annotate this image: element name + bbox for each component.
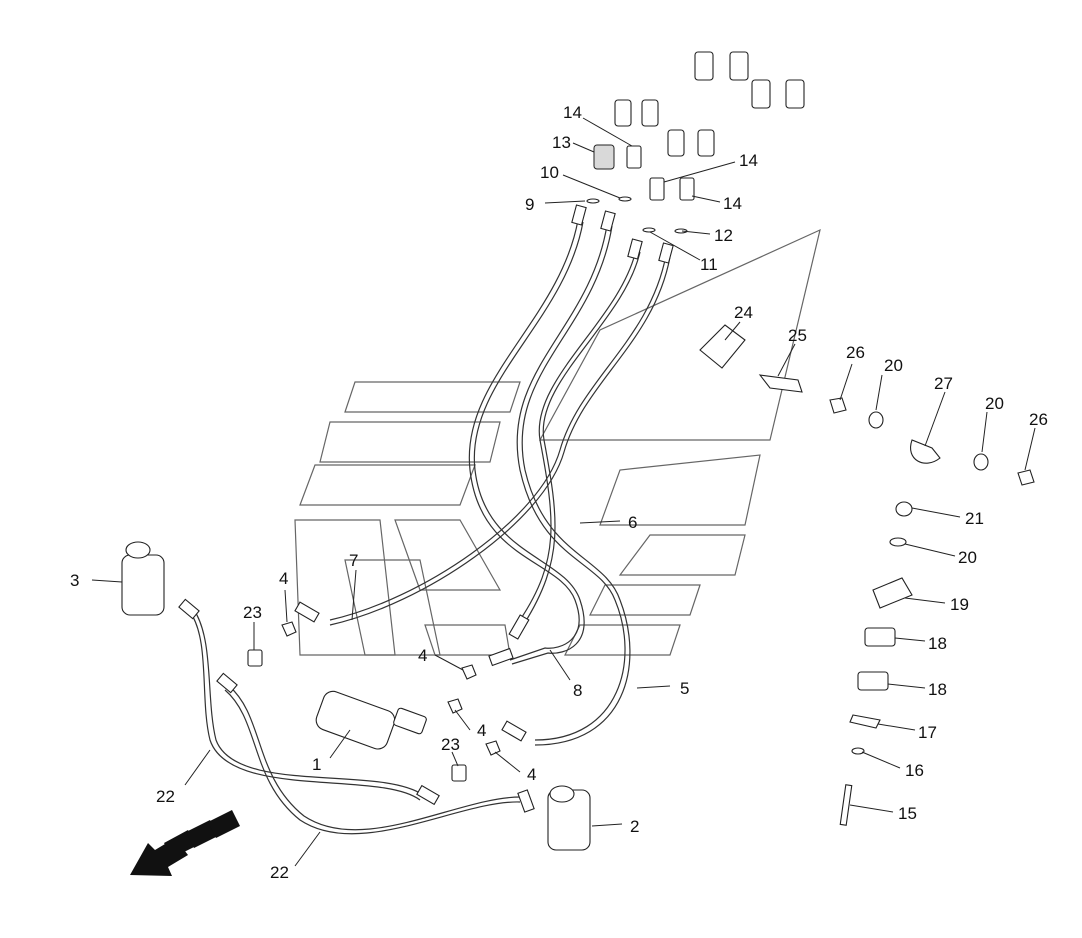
callout-15: 15: [898, 804, 917, 823]
callout-26: 26: [846, 343, 865, 362]
callout-5: 5: [680, 679, 689, 698]
callout-27: 27: [934, 374, 953, 393]
callout-3: 3: [70, 571, 79, 590]
callout-8: 8: [573, 681, 582, 700]
leader-lines: [91, 117, 1036, 867]
callout-14: 14: [739, 151, 758, 170]
quick-couplers: [586, 51, 805, 234]
callout-25: 25: [788, 326, 807, 345]
callout-14: 14: [563, 103, 582, 122]
callout-26: 26: [1029, 410, 1048, 429]
cylinder-3: [121, 554, 165, 616]
callout-7: 7: [349, 551, 358, 570]
callout-24: 24: [734, 303, 753, 322]
coupler-13: [593, 144, 615, 170]
coupler-14c: [679, 177, 695, 201]
callout-4: 4: [527, 765, 536, 784]
callout-4: 4: [418, 646, 427, 665]
callout-13: 13: [552, 133, 571, 152]
callout-22: 22: [270, 863, 289, 882]
watermark-logo: [294, 228, 821, 656]
callout-23: 23: [243, 603, 262, 622]
callout-12: 12: [714, 226, 733, 245]
valve-1: [315, 690, 396, 750]
callout-4: 4: [477, 721, 486, 740]
callout-20: 20: [985, 394, 1004, 413]
callout-11: 11: [700, 255, 718, 274]
hoses: [189, 219, 671, 835]
callout-20: 20: [884, 356, 903, 375]
callout-19: 19: [950, 595, 969, 614]
callout-4: 4: [279, 569, 288, 588]
hose-fittings: [178, 204, 674, 813]
callout-2: 2: [630, 817, 639, 836]
callout-14: 14: [723, 194, 742, 213]
clamp-27: [910, 439, 941, 464]
callout-23: 23: [441, 735, 460, 754]
callout-10: 10: [540, 163, 559, 182]
callout-21: 21: [965, 509, 984, 528]
callout-17: 17: [918, 723, 937, 742]
callout-20: 20: [958, 548, 977, 567]
callout-22: 22: [156, 787, 175, 806]
callout-labels: 3 2 1 4 4 4 4 5 6 7 8 9 10 11 12 13 14 1…: [70, 103, 1048, 882]
bracket-24: [699, 324, 746, 369]
callout-9: 9: [525, 195, 534, 214]
cylinders: [121, 541, 591, 851]
bolt-15: [839, 784, 853, 826]
callout-6: 6: [628, 513, 637, 532]
hardware: [247, 324, 1035, 826]
callout-18: 18: [928, 680, 947, 699]
bracket-19: [872, 577, 913, 609]
coupler-14b: [649, 177, 665, 201]
direction-arrow: [130, 810, 240, 876]
coupler-14a: [626, 145, 642, 169]
callout-1: 1: [312, 755, 321, 774]
callout-18: 18: [928, 634, 947, 653]
clamp-25: [758, 374, 803, 393]
callout-16: 16: [905, 761, 924, 780]
